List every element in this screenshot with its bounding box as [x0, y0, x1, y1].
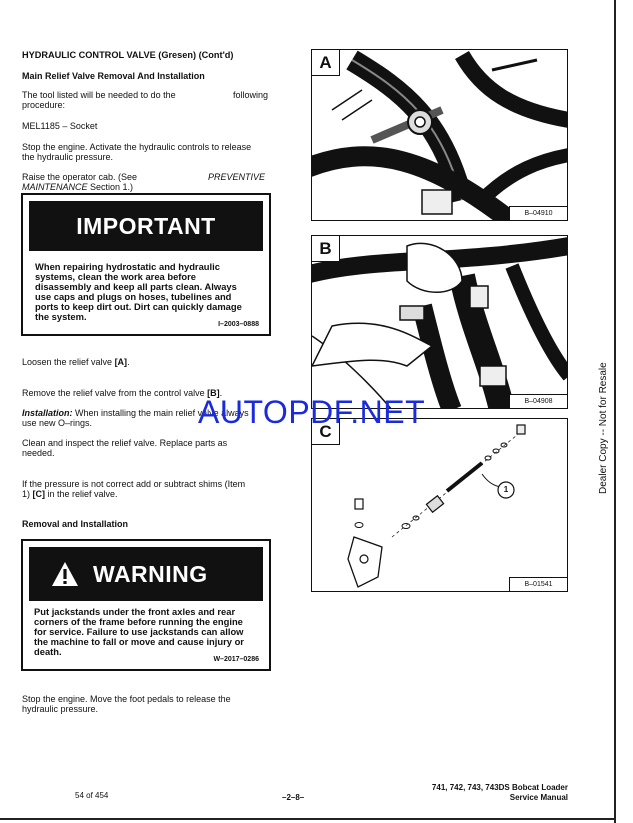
- figure-letter: C: [312, 419, 340, 445]
- figure-c: 1 C B–01541: [311, 418, 568, 592]
- page-number: –2–8–: [282, 793, 305, 802]
- page-border-bottom: [0, 818, 616, 820]
- warning-line: Put jackstands under the front axles and…: [34, 606, 236, 617]
- figure-letter: A: [312, 50, 340, 76]
- body-text: Stop the engine. Move the foot pedals to…: [22, 694, 231, 704]
- figure-letter: B: [312, 236, 340, 262]
- important-line: disassembly and keep all parts clean. Al…: [35, 281, 237, 292]
- body-text: Raise the operator cab. (See: [22, 172, 138, 182]
- body-text: When installing the main relief valve al…: [72, 408, 249, 418]
- body-text: procedure:: [22, 100, 66, 110]
- hydraulic-hoses-illustration: [312, 50, 567, 220]
- body-text: MAINTENANCE Section 1.): [22, 182, 133, 193]
- shims-line: 1) [C] in the relief valve.: [22, 489, 118, 500]
- body-text: Section 1.): [87, 182, 134, 192]
- important-notice: IMPORTANT When repairing hydrostatic and…: [21, 193, 271, 336]
- important-text: When repairing hydrostatic and hydraulic…: [35, 262, 242, 322]
- body-text: .: [127, 357, 130, 367]
- important-code: I–2003–0888: [218, 321, 259, 328]
- install-label: Installation:: [22, 408, 73, 418]
- watermark: AUTOPDF.NET: [198, 394, 426, 430]
- body-text: 1): [22, 489, 33, 499]
- warning-line: for service. Failure to use jackstands c…: [34, 626, 244, 637]
- step-remove: Remove the relief valve from the control…: [22, 388, 222, 399]
- relief-valve-exploded-view: [312, 419, 567, 591]
- body-text: hydraulic pressure.: [22, 704, 99, 714]
- body-text: The tool listed will be needed to do the: [22, 90, 176, 100]
- important-line: ports to keep dirt out. Dirt can quickly…: [35, 301, 242, 312]
- install-note: Installation: When installing the main r…: [22, 408, 249, 419]
- callout-number: 1: [503, 485, 509, 494]
- body-text: needed.: [22, 448, 55, 458]
- body-text: in the relief valve.: [45, 489, 118, 499]
- page-count: 54 of 454: [75, 791, 109, 800]
- warning-line: corners of the frame before running the …: [34, 616, 243, 627]
- figure-ref: [B]: [207, 388, 220, 398]
- body-text: Loosen the relief valve: [22, 357, 115, 367]
- body-text-italic: PREVENTIVE: [208, 172, 266, 182]
- body-text: use new O–rings.: [22, 418, 93, 428]
- body-text-italic: MAINTENANCE: [22, 182, 88, 192]
- relief-valve-removal-illustration: [312, 236, 567, 408]
- warning-notice: WARNING Put jackstands under the front a…: [21, 539, 271, 671]
- tool-item: MEL1185 – Socket: [22, 121, 98, 131]
- warning-header: WARNING: [29, 547, 263, 601]
- section-heading: HYDRAULIC CONTROL VALVE (Gresen) (Cont'd…: [22, 50, 234, 60]
- figure-code: B–04908: [509, 394, 567, 408]
- subsection-heading: Main Relief Valve Removal And Installati…: [22, 71, 205, 81]
- warning-triangle-icon: [52, 562, 78, 586]
- body-text: Clean and inspect the relief valve. Repl…: [22, 438, 228, 448]
- important-line: the system.: [35, 311, 87, 322]
- warning-line: death.: [34, 646, 62, 657]
- figure-code: B–01541: [509, 577, 567, 591]
- important-title: IMPORTANT: [29, 201, 263, 251]
- figure-code: B–04910: [509, 206, 567, 220]
- figure-ref: [A]: [114, 357, 128, 367]
- important-line: When repairing hydrostatic and hydraulic: [35, 261, 220, 272]
- body-text: Remove the relief valve from the control…: [22, 388, 208, 398]
- dealer-copy-notice: Dealer Copy -- Not for Resale: [598, 362, 609, 494]
- body-text: the hydraulic pressure.: [22, 152, 114, 162]
- manual-title: 741, 742, 743, 743DS Bobcat Loader: [431, 783, 568, 792]
- important-line: systems, clean the work area before: [35, 271, 197, 282]
- body-text: following: [233, 90, 269, 100]
- body-text: If the pressure is not correct add or su…: [22, 479, 246, 489]
- warning-text: Put jackstands under the front axles and…: [34, 607, 244, 657]
- manual-subtitle: Service Manual: [509, 793, 568, 802]
- warning-title: WARNING: [93, 561, 208, 587]
- figure-b: B B–04908: [311, 235, 568, 409]
- body-text: Stop the engine. Activate the hydraulic …: [22, 142, 252, 152]
- warning-code: W–2017–0286: [213, 656, 259, 663]
- page-border-right: [614, 0, 616, 823]
- subsection-heading: Removal and Installation: [22, 519, 129, 529]
- step-loosen: Loosen the relief valve [A].: [22, 357, 130, 368]
- figure-ref: [C]: [32, 489, 46, 499]
- warning-line: the machine to fall or move and cause in…: [34, 636, 244, 647]
- figure-a: A B–04910: [311, 49, 568, 221]
- important-line: use caps and plugs on hoses, tubelines a…: [35, 291, 232, 302]
- body-text: .: [219, 388, 223, 398]
